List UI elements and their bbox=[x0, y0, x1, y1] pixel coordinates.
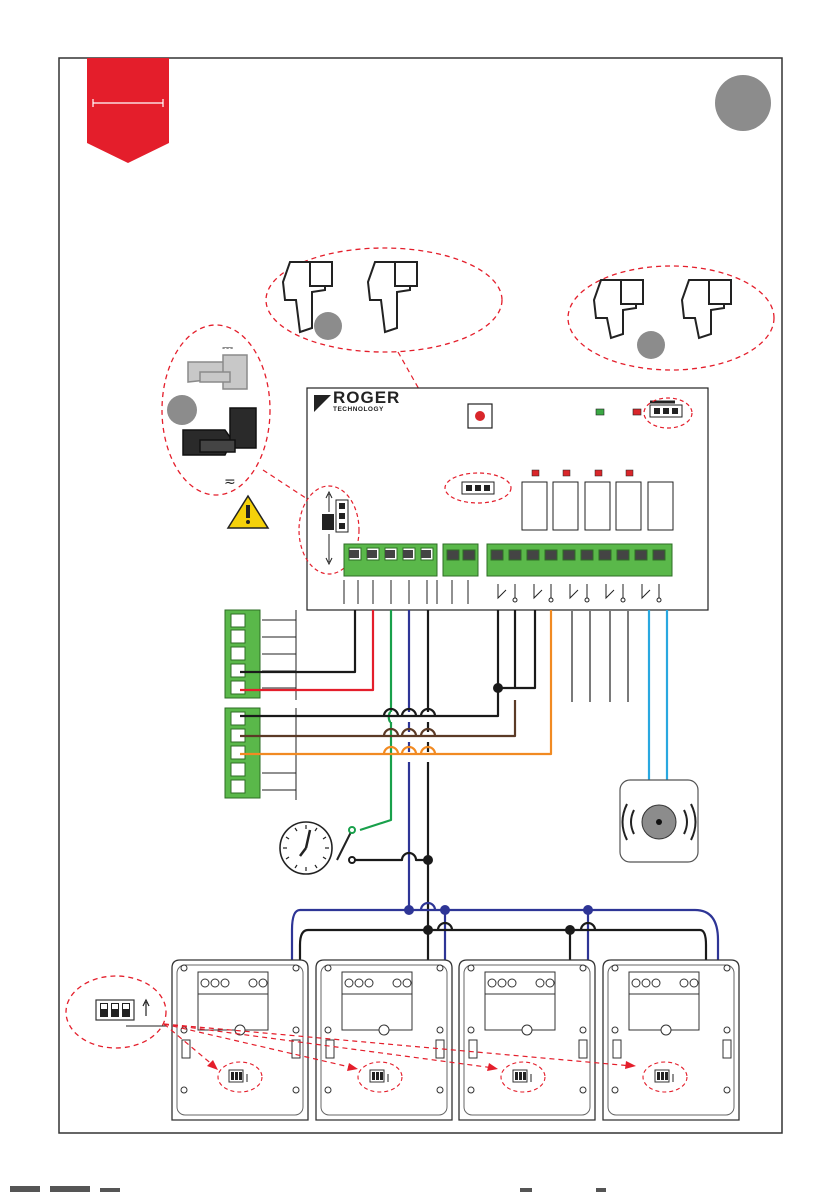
board-terminal-strip-3 bbox=[487, 544, 672, 576]
step-badge bbox=[715, 75, 771, 131]
keypad-row bbox=[172, 960, 739, 1120]
footer-edge bbox=[10, 1186, 606, 1192]
brand-tagline: TECHNOLOGY bbox=[333, 406, 384, 413]
relay-bank bbox=[522, 482, 673, 530]
siren-icon bbox=[620, 780, 698, 862]
keypad-1 bbox=[172, 960, 308, 1120]
warning-triangle-icon bbox=[228, 496, 268, 528]
ac-symbol: ≂ bbox=[224, 474, 236, 490]
led-red-top bbox=[633, 409, 641, 415]
led-green bbox=[596, 409, 604, 415]
board-terminal-strip-2 bbox=[443, 544, 478, 576]
jumper-dc-grey bbox=[188, 355, 247, 389]
keypad-3 bbox=[459, 960, 595, 1120]
dc-symbol: ⎓ bbox=[222, 340, 233, 356]
dip-switch-callout bbox=[66, 976, 166, 1048]
keypad-4 bbox=[603, 960, 739, 1120]
external-terminal-block-top bbox=[225, 610, 296, 700]
red-bookmark-tab bbox=[87, 58, 169, 163]
board-terminal-strip-1 bbox=[344, 544, 437, 576]
clock-icon bbox=[280, 822, 355, 874]
wire-junctions bbox=[404, 683, 593, 935]
jumper-callout-right bbox=[568, 266, 774, 370]
control-board: ROGER TECHNOLOGY bbox=[299, 388, 708, 610]
jumper-plug-icon bbox=[283, 262, 417, 332]
power-select-callout: ⎓ ≂ bbox=[162, 325, 318, 506]
brand-name: ROGER bbox=[333, 388, 400, 407]
